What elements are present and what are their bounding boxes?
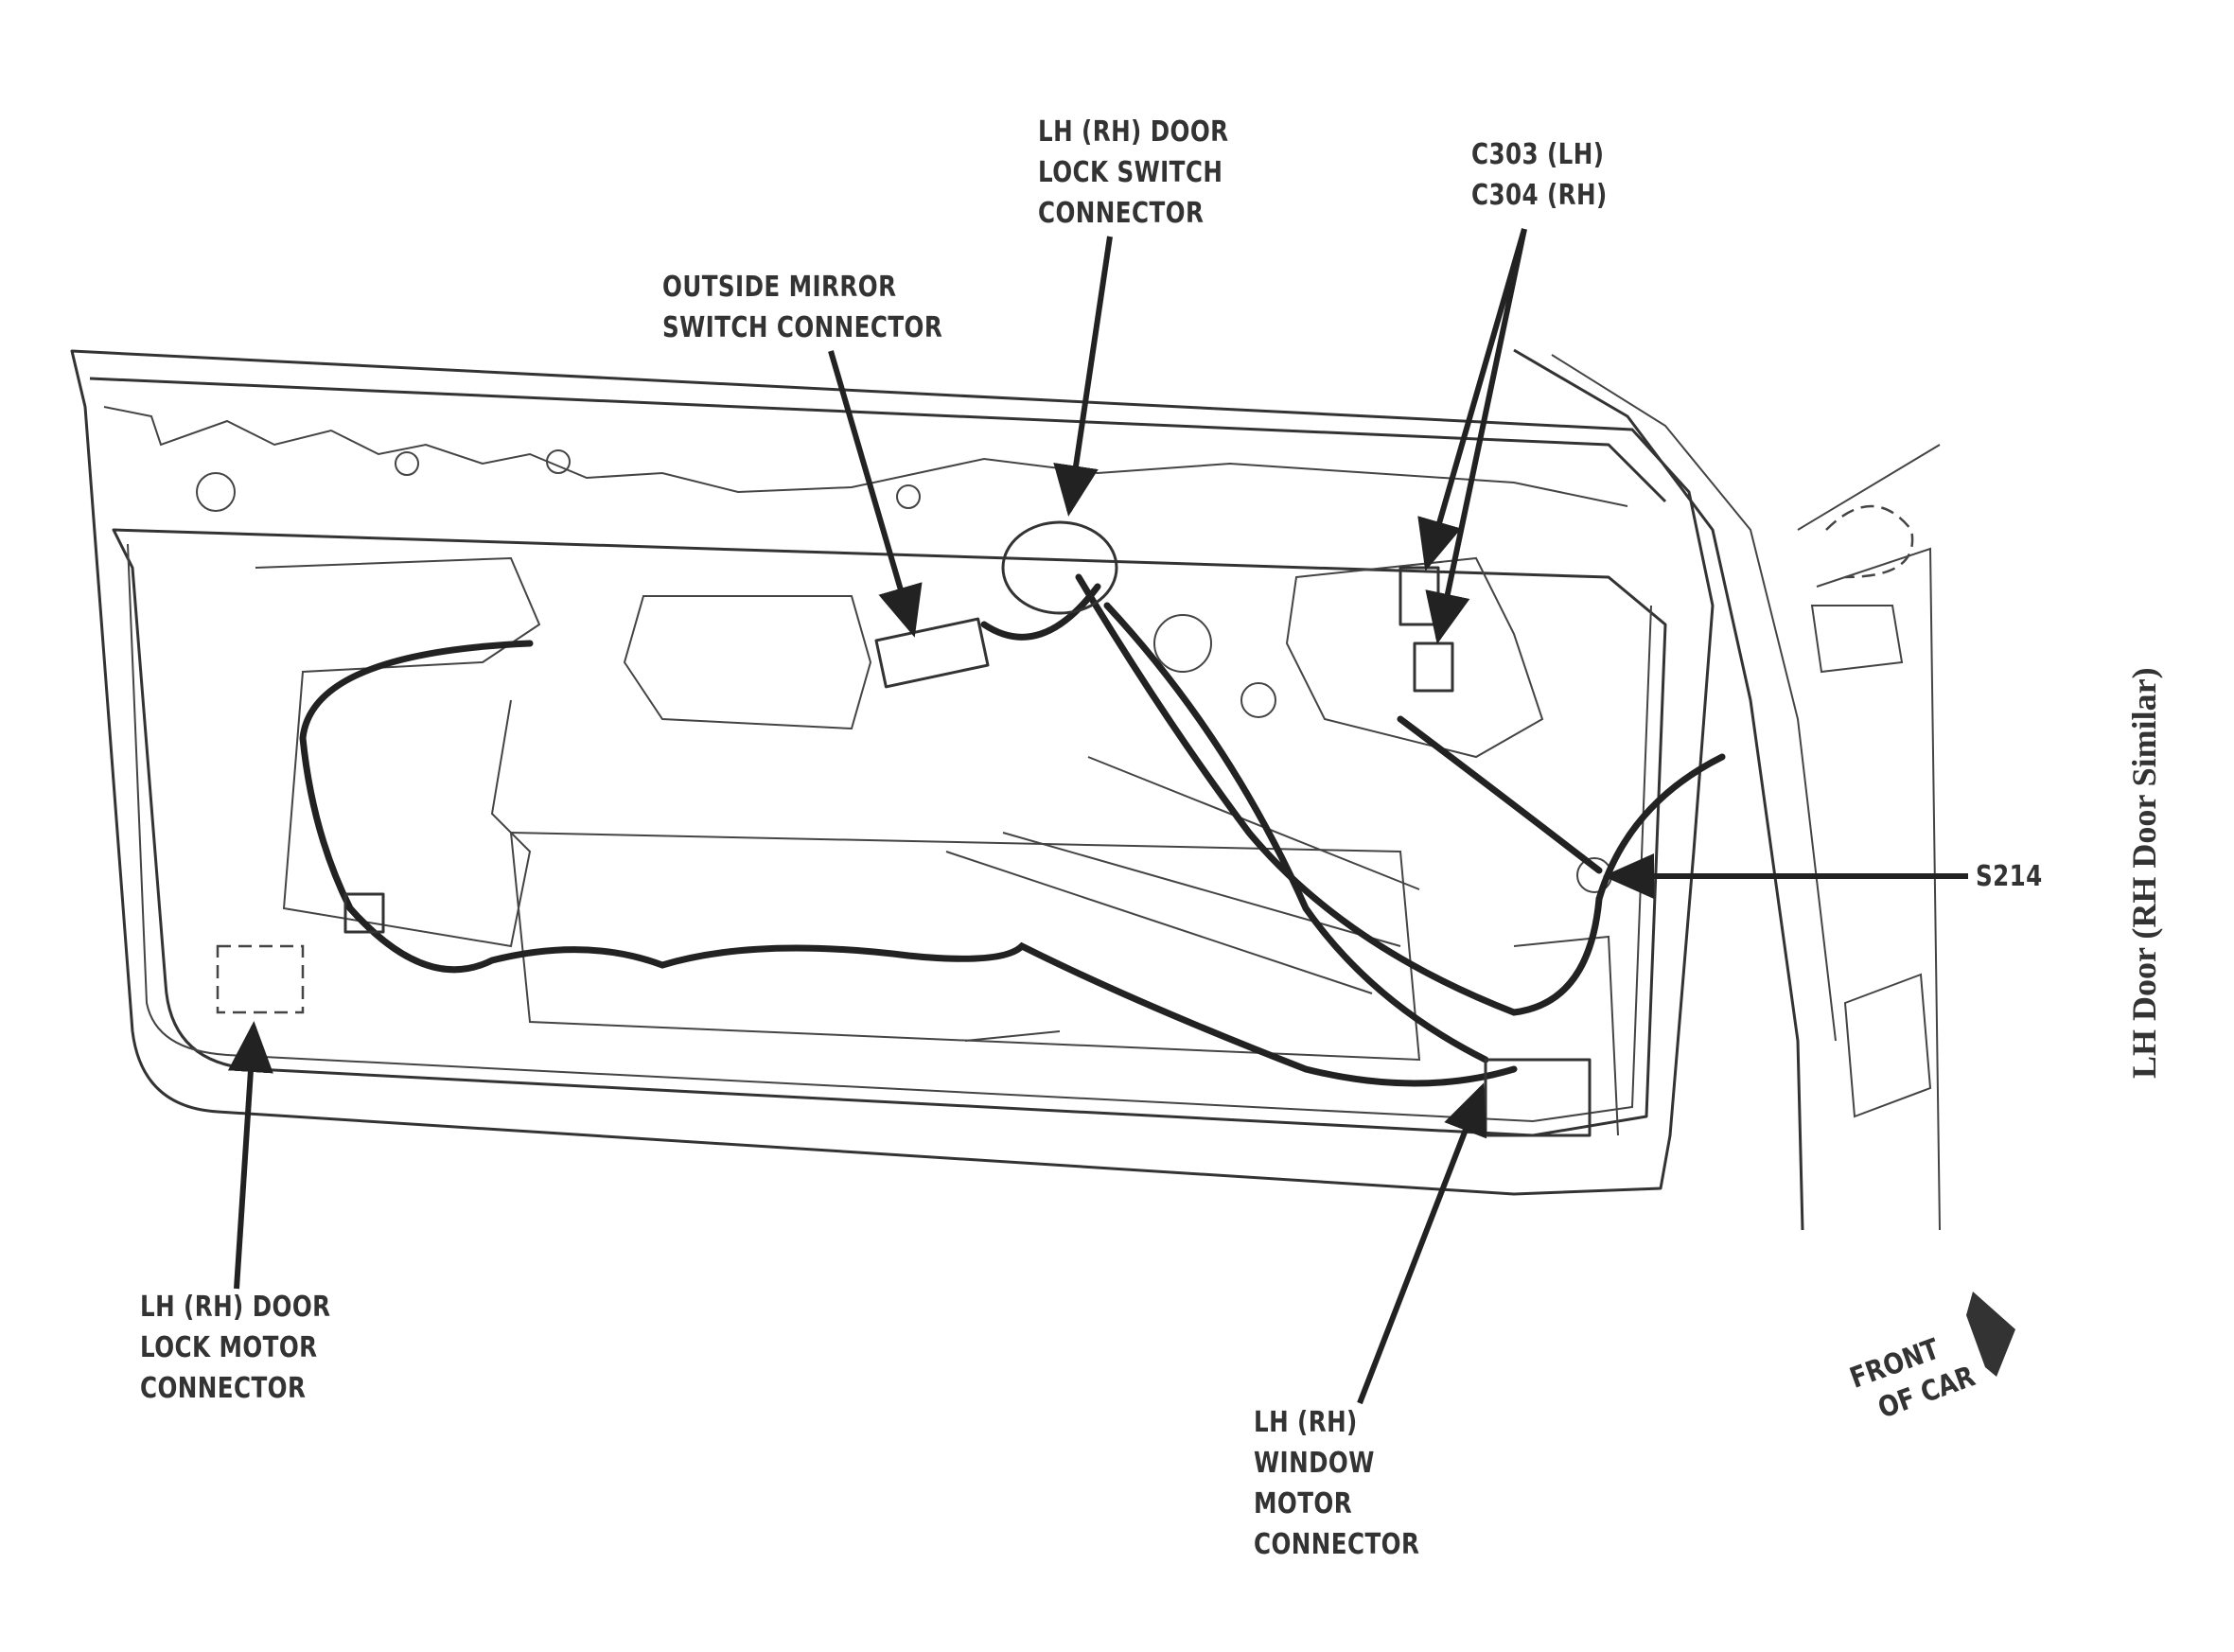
window-motor-arrow — [1357, 1082, 1487, 1405]
window-motor-label: LH (RH) WINDOW MOTOR CONNECTOR — [1254, 1402, 1419, 1565]
outside-mirror-label: OUTSIDE MIRROR SWITCH CONNECTOR — [662, 267, 942, 348]
door-outline — [70, 349, 1715, 1196]
door-lock-motor-label: LH (RH) DOOR LOCK MOTOR CONNECTOR — [140, 1287, 331, 1409]
diagram-caption: LH Door (RH Door Similar) — [2125, 667, 2163, 1079]
label-line: MOTOR — [1254, 1487, 1353, 1520]
label-line: C304 (RH) — [1471, 179, 1608, 212]
label-line: OUTSIDE MIRROR — [662, 271, 897, 304]
label-line: SWITCH CONNECTOR — [662, 311, 943, 344]
c303-connector — [1398, 566, 1440, 626]
door-lock-switch-label: LH (RH) DOOR LOCK SWITCH CONNECTOR — [1038, 112, 1229, 234]
wiring-harness — [346, 905, 1518, 1087]
s214-label: S214 — [1976, 860, 2043, 893]
label-line: CONNECTOR — [140, 1372, 307, 1405]
lock-switch-arrow — [1053, 236, 1113, 517]
c303-arrow-1 — [1417, 228, 1527, 571]
label-line: CONNECTOR — [1254, 1528, 1420, 1561]
label-line: LH (RH) DOOR — [1038, 115, 1229, 149]
label-line: WINDOW — [1254, 1447, 1375, 1480]
front-arrow-icon — [1966, 1292, 2015, 1377]
lock-motor-arrow — [227, 1021, 273, 1290]
label-line: C303 (LH) — [1471, 138, 1605, 171]
label-line: LOCK SWITCH — [1038, 156, 1223, 189]
label-line: LOCK MOTOR — [140, 1331, 318, 1364]
c303-arrow-2 — [1425, 228, 1527, 644]
mirror-switch-connector — [874, 617, 990, 689]
label-line: LH (RH) DOOR — [140, 1291, 331, 1324]
mirror-arrow — [828, 350, 923, 638]
lock-switch-connector — [1001, 520, 1118, 615]
label-line: LH (RH) — [1254, 1406, 1358, 1439]
label-line: CONNECTOR — [1038, 197, 1205, 230]
lock-motor-connector — [216, 944, 305, 1014]
c303-label: C303 (LH) C304 (RH) — [1471, 134, 1608, 216]
